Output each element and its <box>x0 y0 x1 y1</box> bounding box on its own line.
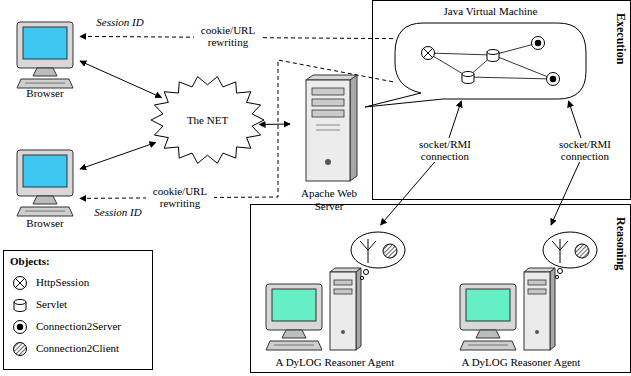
object-link <box>493 55 553 79</box>
session-symbol <box>422 47 435 60</box>
legend-sample <box>10 294 30 314</box>
legend-sample <box>10 272 30 292</box>
speech-bubble <box>365 23 586 107</box>
node-label: Browser <box>26 87 63 100</box>
servlet-symbol <box>487 50 499 62</box>
session-id-note: Session ID <box>94 16 145 28</box>
edge-label: socket/RMI connection <box>411 138 479 162</box>
node-label: A DyLOG Reasoner Agent <box>462 356 581 369</box>
browser-computer: Browser <box>10 148 80 232</box>
legend-sample <box>10 338 30 358</box>
c2s-symbol <box>14 321 27 334</box>
edge-label-holder: cookie/URL rewriting <box>194 24 262 48</box>
execution-region: Execution Java Virtual Machine <box>372 0 631 200</box>
legend-label: Servlet <box>36 298 67 311</box>
connection-line <box>80 61 162 98</box>
browser-computer-icon <box>17 22 73 216</box>
connection-line <box>259 124 290 126</box>
bubble-outline <box>393 5 588 101</box>
reasoner-computer-icon <box>266 268 555 350</box>
edge-label: cookie/URL rewriting <box>194 24 262 48</box>
node-label: Browser <box>26 217 63 230</box>
legend-row: Connection2Server <box>10 315 146 337</box>
servlet-symbol <box>462 72 474 84</box>
object-link <box>428 53 493 55</box>
browser-computer: Browser <box>10 20 80 102</box>
edge-label: socket/RMI connection <box>551 138 619 162</box>
legend-label: Connection2Server <box>36 320 121 333</box>
node-label: Apache Web Server <box>298 187 360 213</box>
node-label: Java Virtual Machine <box>444 5 538 18</box>
legend-row: Connection2Client <box>10 337 146 359</box>
session-id-label: Session ID <box>92 206 143 218</box>
connection-line <box>80 143 156 170</box>
c2s-symbol <box>547 73 560 86</box>
legend-box: Objects: HttpSessionServletConnection2Ser… <box>3 250 153 370</box>
node-label: A DyLOG Reasoner Agent <box>276 356 395 369</box>
node-label: The NET <box>187 114 228 127</box>
edge-label-holder: socket/RMI connection <box>551 138 619 162</box>
reasoning-region: Reasoning A DyLOG Reasoner Agent A DyLOG R… <box>250 204 631 373</box>
c2c-symbol <box>14 343 27 356</box>
legend-row: Servlet <box>10 293 146 315</box>
connection-line <box>551 101 585 225</box>
cloud-burst <box>151 77 264 164</box>
reasoner-agent: A DyLOG Reasoner Agent <box>259 225 411 371</box>
session-symbol <box>14 277 27 290</box>
object-link <box>468 77 553 79</box>
region-title: Reasoning <box>614 217 627 270</box>
jvm-bubble: Java Virtual Machine <box>393 5 588 101</box>
c2s-symbol <box>532 37 545 50</box>
edge-label-holder: cookie/URL rewriting <box>146 185 214 209</box>
legend-label: HttpSession <box>36 276 89 289</box>
session-id-label: Session ID <box>94 16 145 28</box>
session-id-note: Session ID <box>92 206 143 218</box>
servlet-symbol <box>14 300 26 312</box>
edge-label-holder: socket/RMI connection <box>411 138 479 162</box>
apache-server-tower <box>306 75 357 181</box>
legend-sample <box>10 316 30 336</box>
legend-heading: Objects: <box>10 255 146 268</box>
region-title: Execution <box>614 13 627 64</box>
connection-line <box>381 101 462 225</box>
network-cloud: The NET <box>150 75 265 165</box>
edge-label: cookie/URL rewriting <box>146 185 214 209</box>
legend-label: Connection2Client <box>36 342 119 355</box>
session-id-flow <box>80 60 393 198</box>
reasoner-agent: A DyLOG Reasoner Agent <box>446 225 596 371</box>
legend-row: HttpSession <box>10 271 146 293</box>
thought-bubble <box>351 232 597 280</box>
web-server: Apache Web Server <box>290 75 368 215</box>
